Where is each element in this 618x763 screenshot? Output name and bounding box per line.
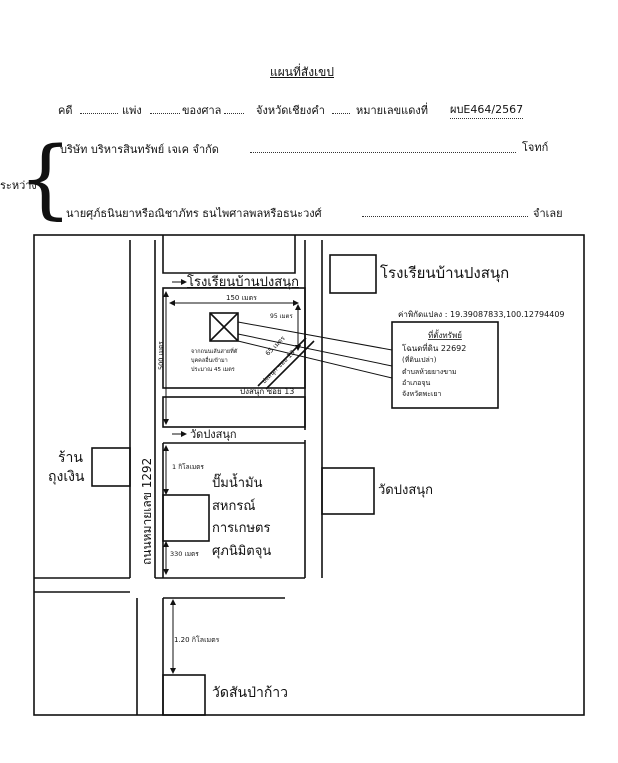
school-top-label: โรงเรียนบ้านปงสนุก <box>187 274 299 290</box>
court-label: ของศาล <box>182 104 222 117</box>
path-note: บุคคลอื่นเข้ามา <box>191 356 228 364</box>
temple-left-label: วัดปงสนุก <box>190 428 237 441</box>
school-building <box>329 254 377 294</box>
defendant-role: จำเลย <box>533 207 563 220</box>
map-frame <box>33 234 585 716</box>
property-info-box <box>391 321 499 409</box>
gas-station-label: การเกษตร <box>212 521 270 536</box>
temple-bottom-label: วัดสันป่าก้าว <box>212 685 288 701</box>
dist-95: 95 เมตร <box>270 313 293 320</box>
dist-500: 500 เมตร <box>157 341 165 370</box>
page-title: แผนที่สังเขป <box>270 65 334 79</box>
path-note: จากถนนเส้นสายที่ตั <box>191 347 238 355</box>
property-deed: โฉนดที่ดิน 22692 <box>402 342 466 353</box>
gas-station-building <box>162 494 210 542</box>
shop-building <box>91 447 131 487</box>
gas-station-label: สหกรณ์ <box>212 498 255 514</box>
path-note: ประมาณ 45 เมตร <box>191 366 235 373</box>
dotted-line <box>224 113 244 114</box>
property-title: ที่ตั้งทรัพย์ <box>428 329 462 340</box>
brace-icon: { <box>18 129 73 229</box>
dist-1-20km: 1.20 กิโลเมตร <box>174 635 220 644</box>
shop-label: ร้าน <box>58 450 83 466</box>
property-district: อำเภอจุน <box>402 379 430 387</box>
property-marker-icon <box>209 312 239 342</box>
strip-block <box>162 396 306 428</box>
temple-building <box>321 467 375 515</box>
case-type: แพ่ง <box>122 104 142 117</box>
gas-station-label: ปั๊มน้ำมัน <box>212 473 263 491</box>
dotted-line <box>80 113 118 114</box>
temple-right-label: วัดปงสนุก <box>378 483 433 498</box>
red-number: ผบE464/2567 <box>450 100 524 119</box>
school-block <box>162 235 296 274</box>
dist-1km: 1 กิโลเมตร <box>172 463 204 471</box>
gas-station-label: ศุภนิมิตจุน <box>212 544 271 559</box>
dotted-line <box>332 113 350 114</box>
property-type: (ที่ดินเปล่า) <box>402 355 437 364</box>
red-number-label: หมายเลขแดงที่ <box>356 104 428 117</box>
property-subdistrict: ตำบลห้วยยางขาม <box>402 368 457 376</box>
court-name: จังหวัดเชียงคำ <box>256 104 325 117</box>
dotted-line <box>250 152 516 153</box>
plaintiff-role: โจทก์ <box>522 141 549 154</box>
between-label: ระหว่าง <box>0 179 37 192</box>
school-right-label: โรงเรียนบ้านปงสนุก <box>380 264 509 283</box>
road-label: ถนนหมายเลข 1292 <box>140 458 154 565</box>
dotted-line <box>150 113 180 114</box>
shop-label: ถุงเงิน <box>48 469 85 485</box>
property-province: จังหวัดพะเยา <box>402 390 441 398</box>
dotted-line <box>362 216 528 217</box>
case-label: คดี <box>58 104 73 117</box>
temple-bottom-building <box>162 674 206 716</box>
coordinates: ค่าพิกัดแปลง : 19.39087833,100.12794409 <box>398 310 565 319</box>
dist-330: 330 เมตร <box>170 550 199 558</box>
plaintiff-name: บริษัท บริหารสินทรัพย์ เจเค จำกัด <box>60 143 219 156</box>
soi-horizontal-label: ปงสนุก ซอย 13 <box>240 387 294 396</box>
dist-65: 65 เมตร <box>264 334 287 357</box>
dist-150: 150 เมตร <box>226 294 257 302</box>
defendant-name: นายศุภ์ธนินยาหรือณิชาภัทร ธนไพศาลพลหรือธ… <box>66 207 322 220</box>
